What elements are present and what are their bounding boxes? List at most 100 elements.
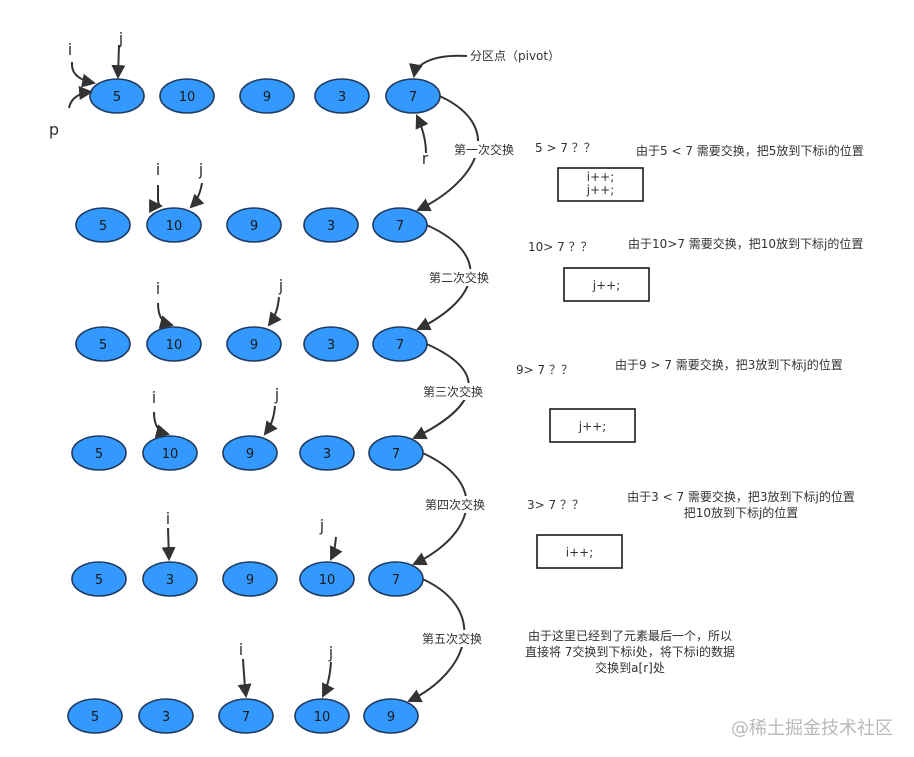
array-node-value: 5 <box>99 219 107 234</box>
array-node-value: 3 <box>162 710 170 725</box>
code-box <box>536 534 623 569</box>
array-node <box>71 435 127 471</box>
pivot-arrow <box>409 54 468 79</box>
pointer-label-j: j <box>118 29 123 48</box>
array-node <box>372 326 428 362</box>
array-node-value: 10 <box>179 90 196 105</box>
array-node <box>385 78 441 114</box>
array-node-value: 5 <box>99 338 107 353</box>
explanation-note: 直接将 7交换到下标i处，将下标i的数据 <box>525 644 735 659</box>
array-node-value: 7 <box>392 573 400 588</box>
array-node-value: 9 <box>246 447 254 462</box>
pointer-label-p: p <box>49 120 59 139</box>
swap-label: 第五次交换 <box>422 631 482 646</box>
pointer-arrow-j <box>263 405 278 436</box>
pointer-label-i: i <box>152 388 156 407</box>
explanation-note: 由于9 > 7 需要交换，把3放到下标j的位置 <box>615 357 843 372</box>
array-node <box>368 561 424 597</box>
array-node <box>67 698 123 734</box>
pointer-label-j: j <box>328 643 333 662</box>
array-node-value: 7 <box>409 90 417 105</box>
array-node <box>159 78 215 114</box>
compare-text: 9> 7 ？？ <box>516 363 573 377</box>
array-node <box>138 698 194 734</box>
array-node <box>303 326 359 362</box>
array-node-value: 3 <box>166 573 174 588</box>
array-node-value: 9 <box>246 573 254 588</box>
pointer-arrow-j <box>322 661 335 698</box>
pointer-arrow-i <box>70 61 97 88</box>
swap-label-background <box>418 630 486 647</box>
pivot-label: 分区点（pivot） <box>470 49 560 63</box>
pointer-label-i: i <box>156 279 160 298</box>
array-node <box>294 698 350 734</box>
pointer-arrow-i <box>157 302 175 329</box>
array-node-value: 10 <box>162 447 179 462</box>
code-line: i++; <box>587 170 615 184</box>
array-node-value: 5 <box>91 710 99 725</box>
array-node <box>226 326 282 362</box>
pointer-arrow-i <box>237 658 252 699</box>
swap-label: 第二次交换 <box>429 270 489 285</box>
explanation-note: 由于10>7 需要交换，把10放到下标j的位置 <box>628 236 863 251</box>
swap-label-background <box>419 383 487 400</box>
array-node <box>314 78 370 114</box>
pointer-label-j: j <box>319 516 324 535</box>
compare-text: 5 > 7 ？？ <box>535 141 596 155</box>
array-node <box>303 207 359 243</box>
pointer-arrow-i <box>153 411 171 438</box>
array-node <box>146 207 202 243</box>
array-node <box>218 698 274 734</box>
array-node-value: 10 <box>314 710 331 725</box>
array-node-value: 3 <box>327 338 335 353</box>
array-node-value: 3 <box>327 219 335 234</box>
array-node <box>239 78 295 114</box>
pointer-label-i: i <box>68 40 72 59</box>
pointer-label-j: j <box>274 385 279 404</box>
explanation-note: 把10放到下标j的位置 <box>684 505 799 520</box>
array-node <box>222 435 278 471</box>
array-node <box>142 561 198 597</box>
swap-label-background <box>425 269 493 286</box>
pointer-arrow-i <box>149 185 164 213</box>
pointer-arrow-j <box>189 182 205 209</box>
pointer-label-j: j <box>278 276 283 295</box>
code-line: j++; <box>592 279 621 293</box>
array-node-value: 7 <box>392 447 400 462</box>
swap-label: 第三次交换 <box>423 384 483 399</box>
explanation-note: 交换到a[r]处 <box>595 660 665 675</box>
array-node-value: 10 <box>166 219 183 234</box>
pointer-arrow-i <box>161 527 176 562</box>
array-node <box>222 561 278 597</box>
array-node <box>75 326 131 362</box>
code-line: i++; <box>566 546 594 560</box>
array-node-value: 9 <box>250 338 258 353</box>
code-line: j++; <box>586 183 615 197</box>
swap-label: 第四次交换 <box>425 497 485 512</box>
swap-label: 第一次交换 <box>454 142 514 157</box>
swap-label-background <box>421 496 489 513</box>
array-node-value: 9 <box>263 90 271 105</box>
array-node-value: 10 <box>166 338 183 353</box>
explanation-note: 由于3 < 7 需要交换，把3放到下标j的位置 <box>627 489 855 504</box>
pointer-arrow-j <box>330 536 343 561</box>
array-node-value: 3 <box>338 90 346 105</box>
array-node-value: 3 <box>323 447 331 462</box>
array-node-value: 5 <box>95 573 103 588</box>
compare-text: 3> 7 ？？ <box>527 498 584 512</box>
code-line: j++; <box>578 420 607 434</box>
code-box <box>563 267 650 302</box>
array-node-value: 7 <box>396 338 404 353</box>
array-node <box>363 698 419 734</box>
compare-text: 10> 7 ？？ <box>528 240 593 254</box>
array-node <box>75 207 131 243</box>
pointer-label-i: i <box>156 160 160 179</box>
array-node <box>368 435 424 471</box>
array-node-value: 5 <box>95 447 103 462</box>
pointer-arrow-j <box>111 44 126 80</box>
explanation-note: 由于5 < 7 需要交换，把5放到下标i的位置 <box>636 143 864 158</box>
array-node-value: 7 <box>242 710 250 725</box>
pointer-label-i: i <box>166 509 170 528</box>
